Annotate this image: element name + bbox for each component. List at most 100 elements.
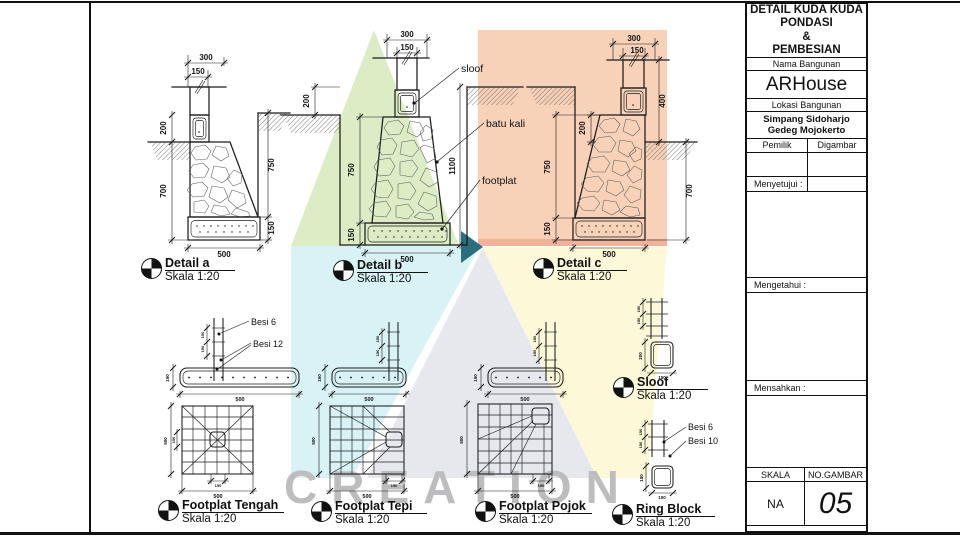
dim-label: 150 — [375, 349, 380, 356]
footplat-pojok-drawing: 150 150 150 500 500 150 500 — [459, 322, 567, 500]
detail-title-text: Footplat Tengah — [182, 498, 285, 514]
cyan-triangle — [291, 246, 480, 478]
footplat-tepi-drawing: 150 150 150 500 500 150 500 — [311, 322, 410, 500]
detail-c-title: Detail c Skala 1:20 — [533, 256, 628, 285]
dim-label: 400 — [658, 94, 667, 108]
besi6-label: Besi 6 — [688, 422, 713, 432]
dim-label: 500 — [163, 437, 168, 445]
dim-label: 200 — [159, 121, 168, 135]
dim-label: 500 — [311, 437, 316, 445]
detail-scale-text: Skala 1:20 — [557, 271, 612, 284]
dim-label: 150 — [639, 474, 644, 482]
detail-c-drawing: 300 150 200 750 150 400 700 500 — [526, 34, 698, 259]
dim-label: 150 — [638, 428, 643, 435]
detail-title-text: Footplat Pojok — [499, 499, 592, 515]
detail-title-text: Detail a — [165, 256, 236, 272]
detail-scale-text: Skala 1:20 — [637, 390, 692, 403]
dim-label: 300 — [199, 53, 213, 62]
frame-left-line — [89, 1, 91, 532]
dim-label: 500 — [520, 397, 529, 403]
ring-block-title: Ring Block Skala 1:20 — [612, 502, 716, 531]
rebar-dots — [581, 225, 639, 233]
location-line: Gedeg Mojokerto — [767, 125, 846, 136]
rebar-dots — [196, 225, 254, 233]
detail-b-title: Detail b Skala 1:20 — [333, 258, 429, 287]
frame-top-line — [0, 1, 960, 3]
dim-label: 150 — [636, 305, 641, 312]
dim-label: 150 — [638, 441, 643, 448]
dim-label: 100 — [658, 495, 666, 500]
detail-marker-icon — [475, 501, 496, 522]
dim-label: 500 — [235, 397, 244, 403]
lavender-triangle — [367, 248, 597, 478]
detail-marker-icon — [333, 260, 354, 281]
detail-marker-icon — [311, 501, 332, 522]
sheet-title: DETAIL KUDA KUDA PONDASI & PEMBESIAN — [747, 4, 866, 58]
dim-label: 150 — [538, 483, 545, 488]
detail-marker-icon — [612, 504, 633, 525]
detail-a-drawing: 300 150 200 700 750 150 500 — [147, 53, 291, 259]
dim-label: 150 — [267, 221, 276, 235]
besi12-label: Besi 12 — [253, 339, 283, 349]
dim-label: 150 — [532, 349, 537, 356]
dim-label: 500 — [217, 250, 231, 259]
dim-label: 300 — [400, 30, 414, 39]
detail-title-text: Sloof — [637, 375, 709, 391]
detail-marker-icon — [533, 258, 554, 279]
pemilik-digambar-headers: Pemilik Digambar — [747, 139, 866, 153]
dim-label: 1100 — [448, 157, 457, 175]
signature-area — [747, 293, 866, 381]
menyetujui-row: Menyetujui : — [747, 177, 866, 192]
dim-label: 500 — [459, 436, 464, 444]
ground-hatch — [150, 142, 190, 160]
dim-label: 500 — [362, 494, 371, 500]
dim-label: 150 — [658, 375, 666, 380]
dim-label: 150 — [543, 222, 552, 236]
besi10-label: Besi 10 — [688, 436, 718, 446]
column-hatch — [396, 57, 418, 91]
dim-label: 150 — [200, 345, 205, 352]
title-block: DETAIL KUDA KUDA PONDASI & PEMBESIAN Nam… — [745, 2, 868, 533]
dim-label: 150 — [200, 331, 205, 338]
footplat-section — [364, 222, 451, 246]
sloof-title: Sloof Skala 1:20 — [613, 375, 709, 404]
digambar-label: Digambar — [817, 140, 857, 150]
pemilik-cell — [747, 153, 808, 176]
menyetujui-cell — [808, 177, 866, 191]
detail-b-drawing: 300 150 200 750 150 1100 500 sloof batu — [280, 30, 525, 264]
sheet-title-line: PONDASI — [780, 17, 833, 30]
detail-title-text: Ring Block — [636, 502, 716, 518]
skala-nogambar-headers: SKALA NO.GAMBAR — [747, 468, 866, 482]
ring-block-drawing: 150 150 Besi 6 Besi 10 150 100 — [638, 420, 718, 500]
detail-scale-text: Skala 1:20 — [499, 514, 554, 527]
dim-label: 150 — [630, 46, 644, 55]
dim-label: 150 — [391, 483, 398, 488]
detail-scale-text: Skala 1:20 — [357, 273, 412, 286]
sloof-label: sloof — [461, 63, 483, 75]
building-name: ARHouse — [747, 71, 866, 99]
dim-label: 150 — [400, 43, 414, 52]
dim-label: 500 — [364, 397, 373, 403]
pemilik-digambar-cells — [747, 153, 866, 177]
dim-label: 150 — [532, 335, 537, 342]
pemilik-label: Pemilik — [747, 139, 808, 152]
dim-label: 750 — [267, 158, 276, 172]
detail-marker-icon — [158, 500, 179, 521]
dim-label: 750 — [543, 160, 552, 174]
peach-rectangle — [478, 30, 667, 246]
detail-title-text: Detail c — [557, 256, 628, 272]
skala-value: NA — [747, 482, 805, 525]
dim-label: 750 — [347, 163, 356, 177]
dim-label: 700 — [159, 184, 168, 198]
dim-label: 700 — [685, 184, 694, 198]
title-block-footer — [747, 526, 866, 539]
detail-title-text: Detail b — [357, 258, 429, 274]
detail-title-text: Footplat Tepi — [335, 499, 427, 515]
detail-scale-text: Skala 1:20 — [636, 517, 691, 530]
dim-label: 150 — [347, 228, 356, 242]
dim-label: 200 — [638, 352, 643, 360]
sheet-title-line: DETAIL KUDA KUDA — [750, 4, 863, 17]
column-hatch — [622, 59, 645, 89]
dim-label: 500 — [602, 250, 616, 259]
